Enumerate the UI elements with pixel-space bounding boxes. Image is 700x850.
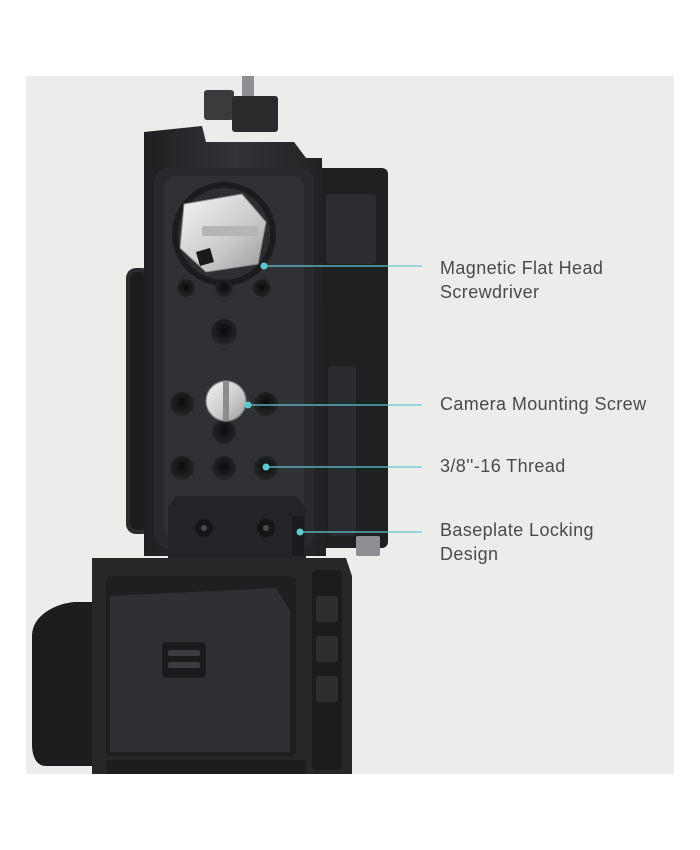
callout-lines (244, 262, 422, 536)
callout-screwdriver-line2: Screwdriver (440, 282, 540, 302)
bottom-grip-cage (32, 558, 352, 774)
screwdriver-holder (172, 182, 276, 286)
callout-dot-baseplate (296, 528, 304, 536)
callout-mounting-screw: Camera Mounting Screw (440, 392, 646, 416)
callout-screwdriver-line1: Magnetic Flat Head (440, 258, 604, 278)
callout-baseplate-line2: Design (440, 544, 499, 564)
callout-dot-screwdriver (260, 262, 268, 270)
callout-baseplate: Baseplate Locking Design (440, 518, 594, 566)
top-rod (204, 76, 278, 132)
callout-mounting-screw-line1: Camera Mounting Screw (440, 394, 647, 414)
callout-thread-line1: 3/8''-16 Thread (440, 456, 566, 476)
camera-body (316, 168, 388, 556)
product-image-area: Magnetic Flat Head Screwdriver Camera Mo… (26, 76, 674, 774)
callout-thread: 3/8''-16 Thread (440, 454, 566, 478)
baseplate (168, 496, 306, 564)
camera-cage-illustration (32, 76, 422, 774)
callout-baseplate-line1: Baseplate Locking (440, 520, 594, 540)
callout-dot-mounting-screw (244, 401, 252, 409)
callout-dot-thread (262, 463, 270, 471)
mounting-screw (205, 380, 247, 422)
callout-screwdriver: Magnetic Flat Head Screwdriver (440, 256, 603, 304)
